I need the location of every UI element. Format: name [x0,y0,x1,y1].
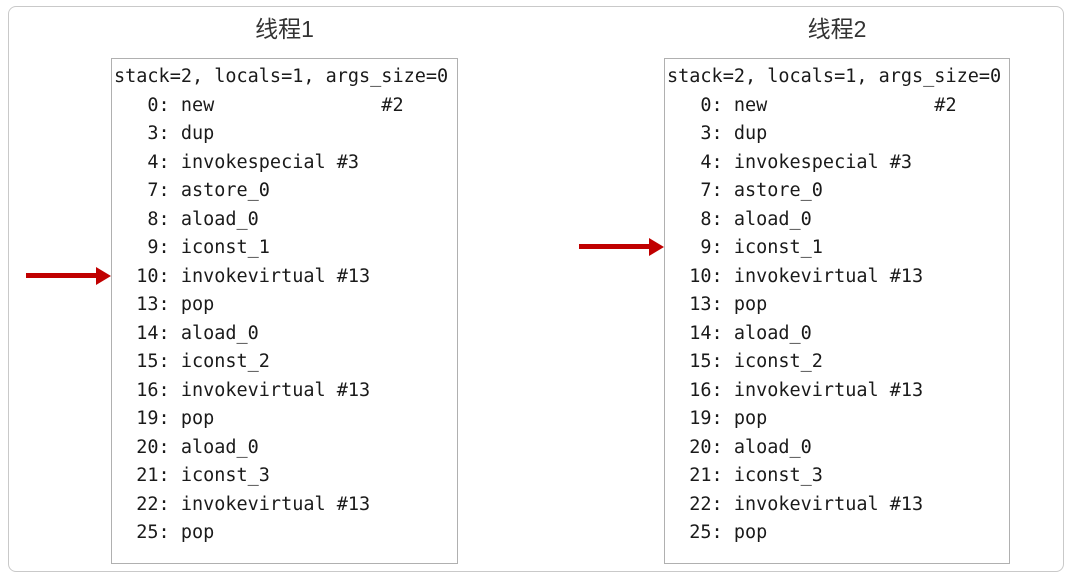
bytecode-line: 21: iconst_3 [667,465,823,486]
bytecode-box-thread-1: stack=2, locals=1, args_size=0 0: new #2… [111,58,458,564]
bytecode-line: 25: pop [667,522,768,543]
bytecode-line: 19: pop [114,408,215,429]
bytecode-line: 13: pop [114,294,215,315]
bytecode-line: 7: astore_0 [667,180,823,201]
bytecode-line: 22: invokevirtual #13 [114,493,371,515]
arrow-shaft [579,244,651,250]
bytecode-line: stack=2, locals=1, args_size=0 [667,66,1002,87]
bytecode-line: stack=2, locals=1, args_size=0 [114,66,449,87]
bytecode-line: 3: dup [114,123,215,144]
bytecode-line: 13: pop [667,294,768,315]
bytecode-line: 19: pop [667,408,768,429]
bytecode-line: 7: astore_0 [114,180,270,201]
thread-panel-1-title: 线程1 [255,16,314,42]
bytecode-line: 16: invokevirtual #13 [114,379,371,401]
bytecode-line: 9: iconst_1 [114,237,270,258]
bytecode-line: 15: iconst_2 [667,351,823,372]
bytecode-line: 20: aload_0 [114,436,259,458]
thread-panel-2-title: 线程2 [807,16,867,42]
bytecode-line: 21: iconst_3 [114,465,270,486]
bytecode-line: 8: aload_0 [114,208,259,230]
bytecode-line: 3: dup [667,123,768,144]
execution-pointer-arrow-thread-1 [26,265,111,287]
bytecode-line: 14: aload_0 [667,322,812,344]
bytecode-line: 4: invokespecial #3 [667,151,913,173]
bytecode-line: 10: invokevirtual #13 [114,265,371,287]
arrow-head-icon [649,238,664,257]
bytecode-line: 0: new #2 [114,94,404,116]
bytecode-box-thread-2: stack=2, locals=1, args_size=0 0: new #2… [664,58,1010,564]
bytecode-line: 20: aload_0 [667,436,812,458]
bytecode-line: 10: invokevirtual #13 [667,265,924,287]
bytecode-line: 14: aload_0 [114,322,259,344]
bytecode-line: 25: pop [114,522,215,543]
arrow-shaft [26,272,98,278]
bytecode-line: 9: iconst_1 [667,237,823,258]
bytecode-line: 15: iconst_2 [114,351,270,372]
bytecode-line: 4: invokespecial #3 [114,151,360,173]
execution-pointer-arrow-thread-2 [579,236,664,258]
bytecode-line: 22: invokevirtual #13 [667,493,924,515]
bytecode-line: 8: aload_0 [667,208,812,230]
bytecode-line: 16: invokevirtual #13 [667,379,924,401]
bytecode-line: 0: new #2 [667,94,957,116]
arrow-head-icon [96,266,111,285]
